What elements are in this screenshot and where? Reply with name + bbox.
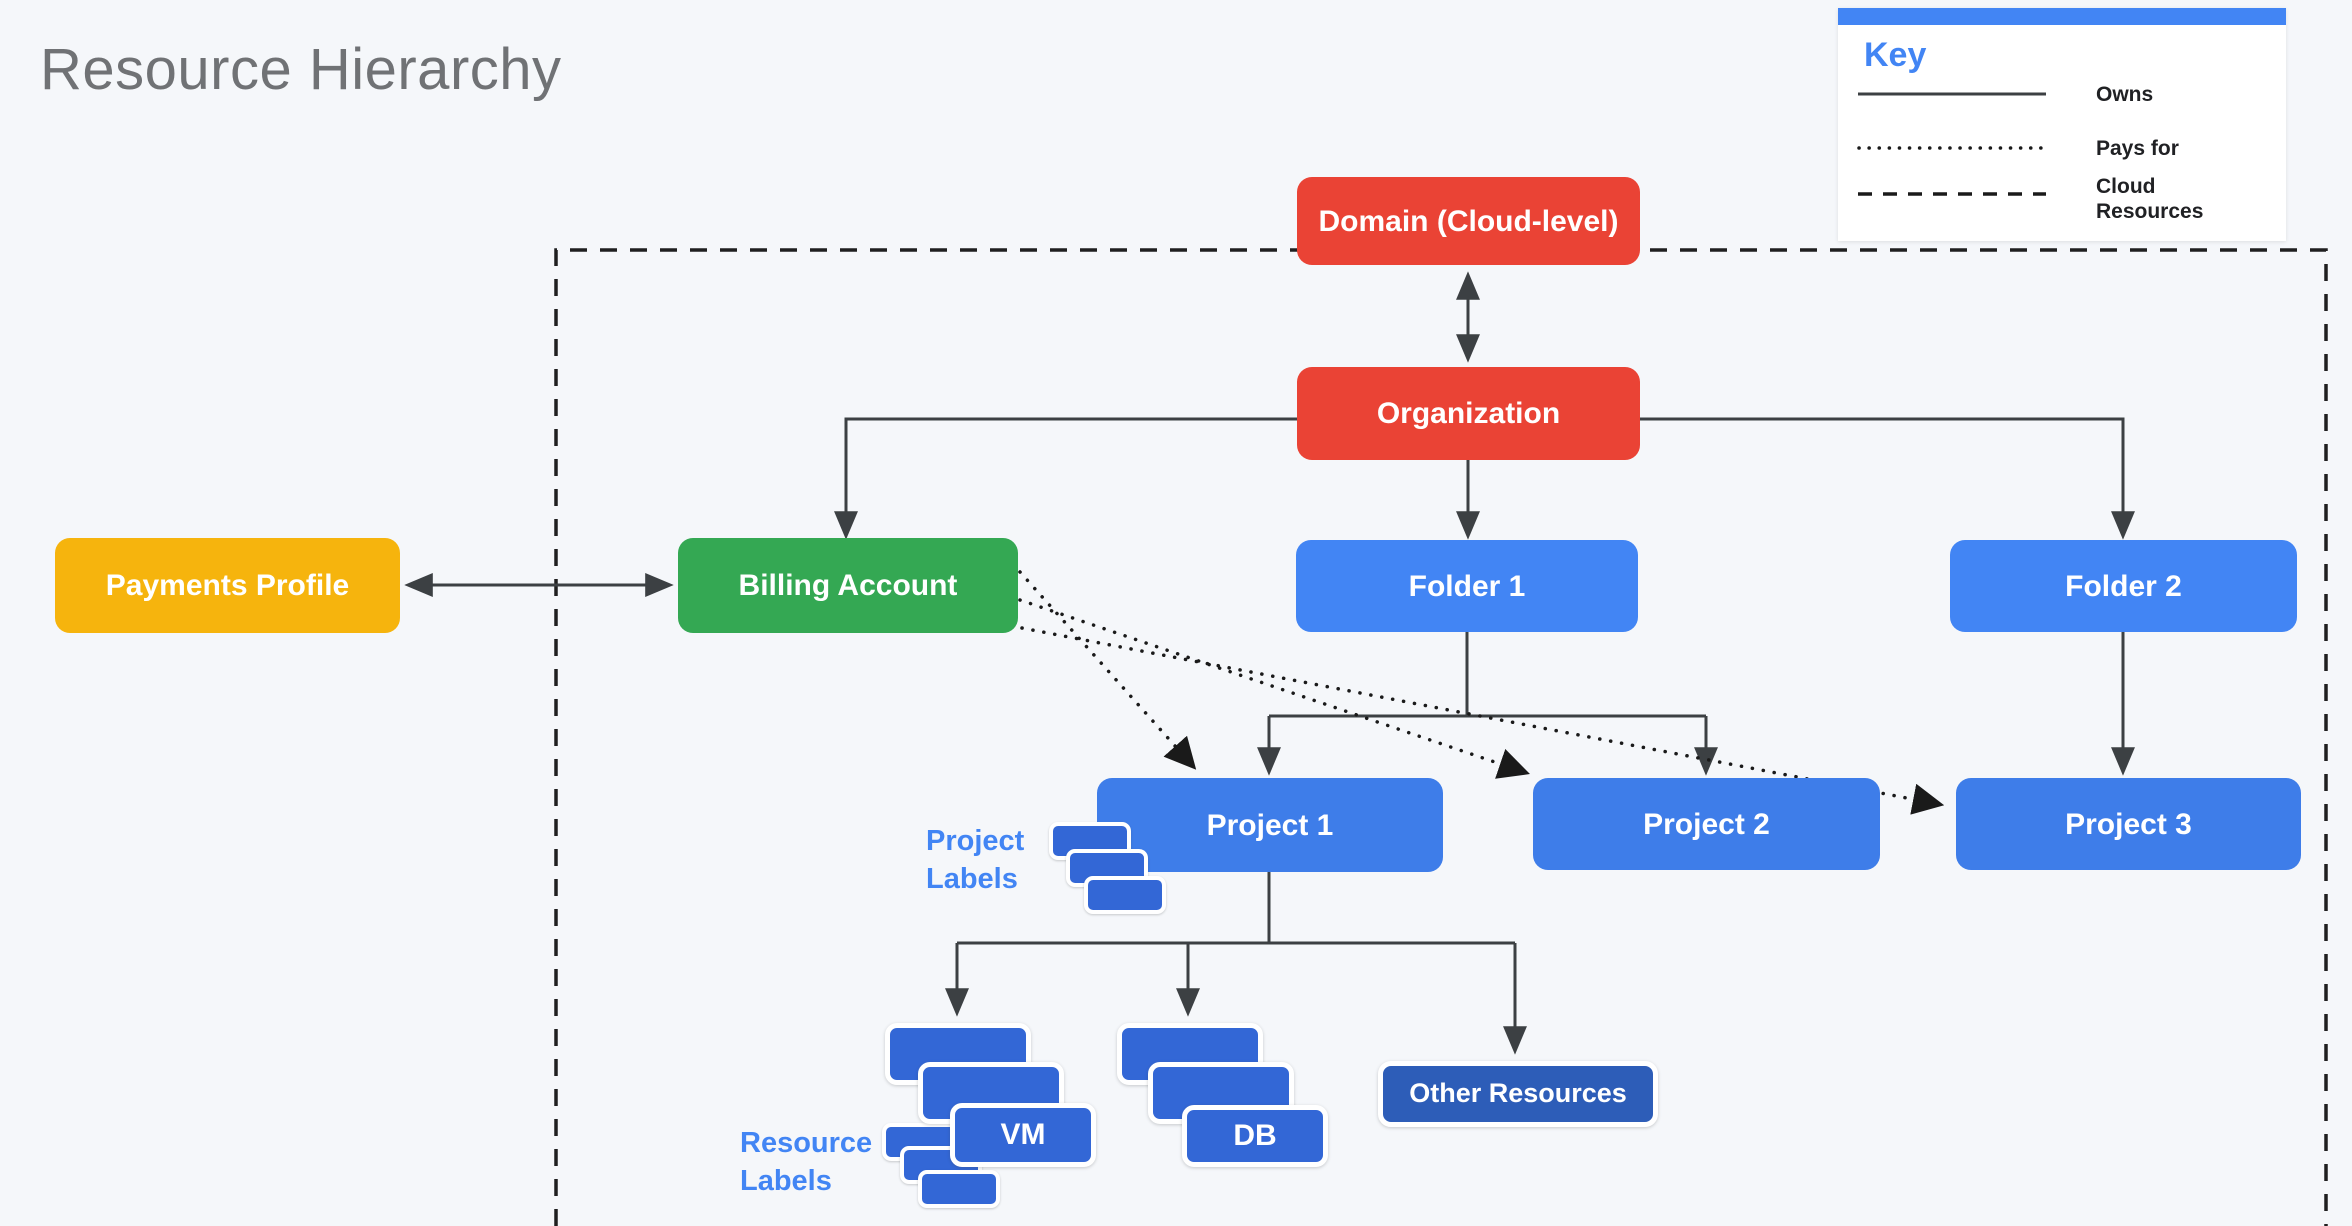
pays-for-line-sample — [1857, 146, 2048, 150]
node-project-3: Project 3 — [1956, 778, 2301, 870]
owns-line-sample — [1858, 92, 2046, 96]
project-labels-annotation: Project Labels — [926, 825, 1025, 895]
node-domain: Domain (Cloud-level) — [1297, 177, 1640, 265]
edge-organization-folder2 — [1640, 417, 2135, 540]
key-label-cloud-resources: Cloud Resources — [2096, 175, 2204, 223]
resource-label-tag — [918, 1170, 1000, 1208]
edge-billing-project3 — [1020, 626, 1945, 815]
page-title: Resource Hierarchy — [40, 37, 562, 102]
resource-labels-annotation: Resource Labels — [740, 1127, 873, 1197]
key-title: Key — [1864, 36, 1927, 74]
project-label-tag — [1084, 876, 1166, 914]
edge-organization-billing — [834, 417, 1297, 540]
key-panel-accent-bar — [1838, 8, 2286, 25]
node-other-resources: Other Resources — [1378, 1061, 1658, 1127]
key-label-pays-for: Pays for — [2096, 137, 2179, 160]
key-label-owns: Owns — [2096, 83, 2154, 106]
node-vm: VM — [950, 1103, 1096, 1167]
node-folder-2: Folder 2 — [1950, 540, 2297, 632]
node-project-2: Project 2 — [1533, 778, 1880, 870]
node-project-1: Project 1 — [1097, 778, 1443, 872]
node-organization: Organization — [1297, 367, 1640, 460]
edge-billing-project2 — [1018, 598, 1530, 779]
cloud-resources-line-sample — [1858, 192, 2046, 196]
node-payments-profile: Payments Profile — [55, 538, 400, 633]
key-panel: Key Owns Pays for Cloud Resources — [1838, 8, 2286, 241]
edge-billing-project1 — [1018, 570, 1197, 770]
node-folder-1: Folder 1 — [1296, 540, 1638, 632]
node-db: DB — [1182, 1105, 1328, 1167]
node-billing-account: Billing Account — [678, 538, 1018, 633]
